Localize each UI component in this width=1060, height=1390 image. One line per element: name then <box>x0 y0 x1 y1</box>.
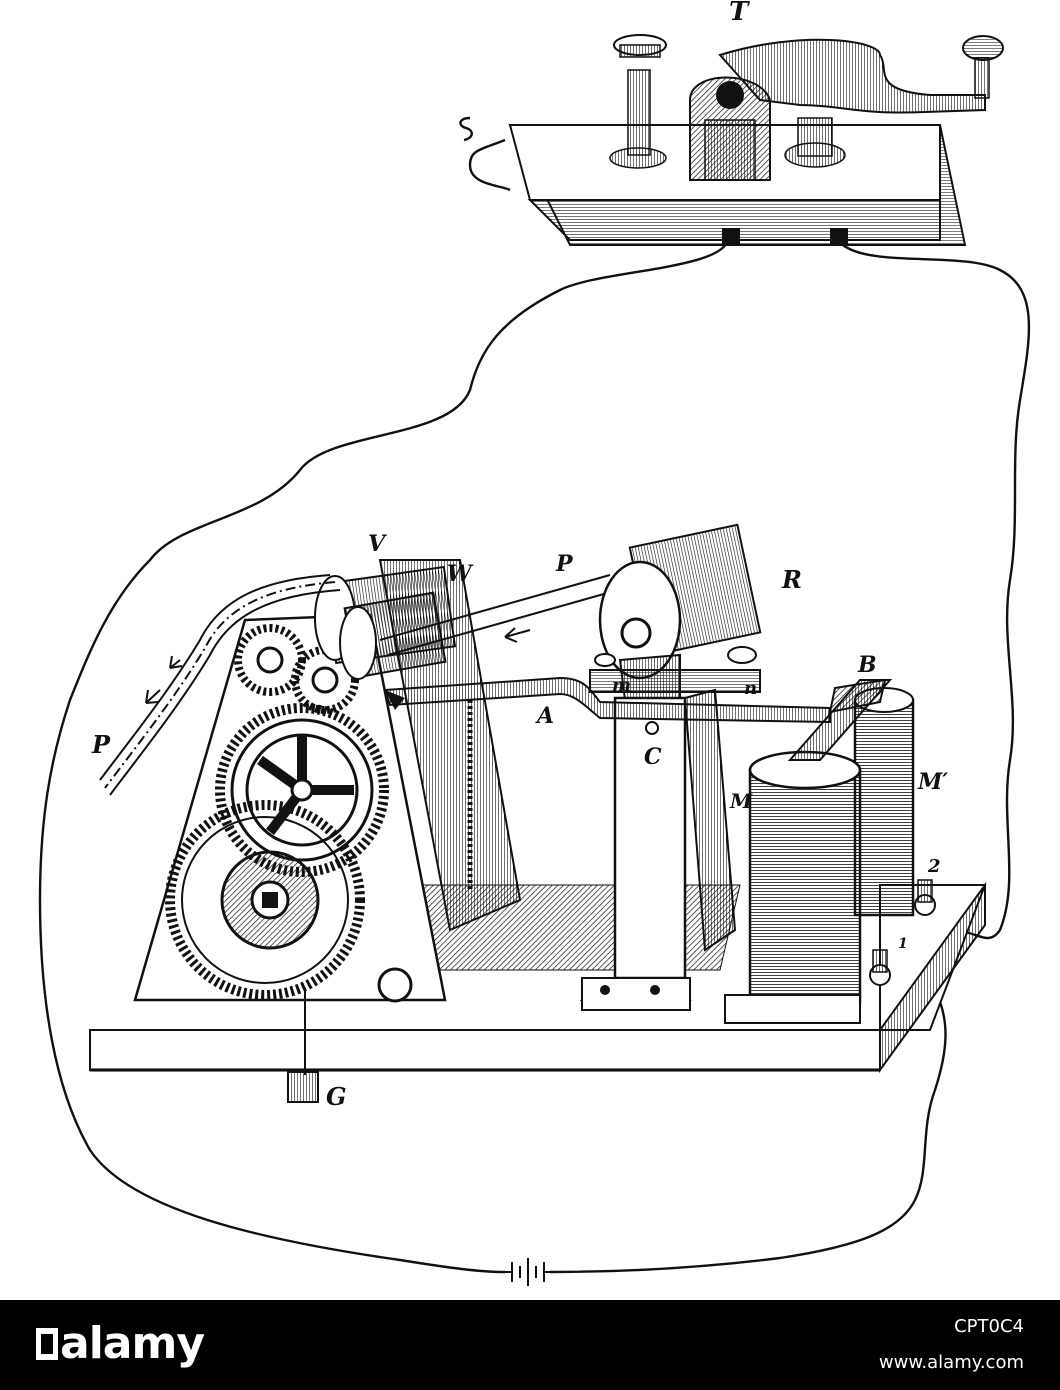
paper-rollers <box>314 565 457 680</box>
telegraph-key <box>508 34 1004 246</box>
label-M-prime: M′ <box>917 769 948 795</box>
label-m: m <box>612 675 631 696</box>
alamy-logo-icon <box>36 1328 58 1360</box>
electromagnets <box>724 678 936 1024</box>
armature-stand <box>383 646 831 1011</box>
label-A: A <box>535 703 554 729</box>
circuit-wire <box>38 116 1031 1274</box>
label-V: V <box>368 531 387 557</box>
label-T: T <box>729 0 750 27</box>
watermark-bar: alamy CPT0C4 www.alamy.com <box>0 1300 1060 1390</box>
label-P-tape: P <box>555 551 574 577</box>
label-C: C <box>644 744 662 770</box>
label-G: G <box>326 1082 347 1111</box>
engraving-illustration: T V W P R P B m n A C M′ M 2 1 G <box>38 0 1031 1286</box>
label-n: n <box>744 678 757 699</box>
battery-icon <box>505 1258 550 1286</box>
label-M: M <box>729 789 753 813</box>
label-2: 2 <box>927 856 941 877</box>
alamy-logo: alamy <box>36 1318 205 1369</box>
label-R: R <box>781 565 802 594</box>
label-1: 1 <box>898 936 908 952</box>
label-B: B <box>857 652 877 678</box>
label-W: W <box>447 561 474 587</box>
stock-image-id: CPT0C4 <box>954 1316 1024 1337</box>
site-url: www.alamy.com <box>878 1352 1024 1373</box>
paper-tape <box>99 574 619 796</box>
telegraph-diagram: T V W P R P B m n A C M′ M 2 1 G <box>38 0 1031 1286</box>
label-P-left: P <box>91 730 111 759</box>
alamy-logo-text: alamy <box>60 1318 205 1369</box>
